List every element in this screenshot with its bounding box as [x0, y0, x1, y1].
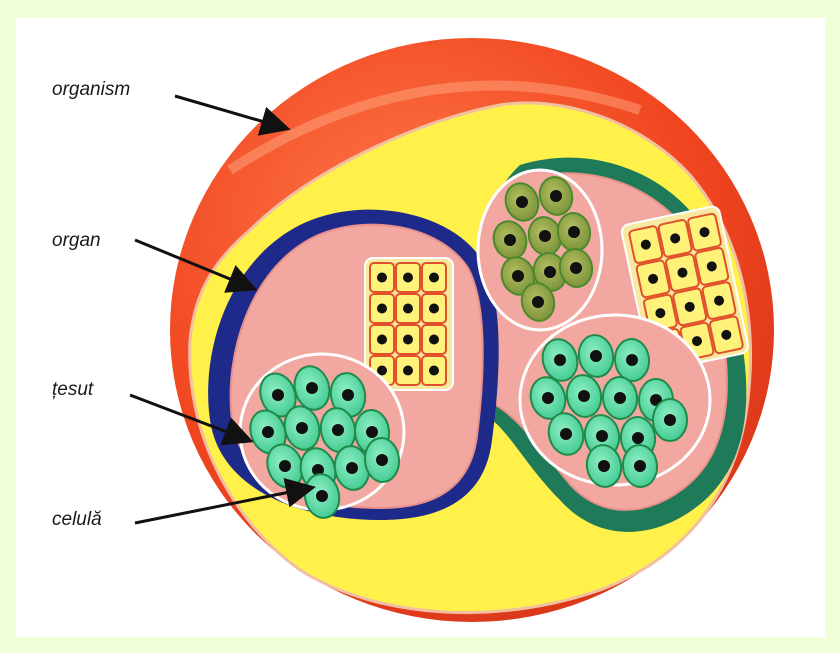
cell-nucleus [598, 460, 610, 472]
cell-nucleus [626, 354, 638, 366]
cell-nucleus [504, 234, 516, 246]
cell-nucleus [403, 273, 413, 283]
cell-nucleus [512, 270, 524, 282]
cell-nucleus [366, 426, 378, 438]
cell-nucleus [376, 454, 388, 466]
cell-nucleus [296, 422, 308, 434]
cell-nucleus [568, 226, 580, 238]
cell-nucleus [560, 428, 572, 440]
cell-nucleus [516, 196, 528, 208]
cell-nucleus [664, 414, 676, 426]
cell-nucleus [429, 366, 439, 376]
tissue-yellow-left [365, 258, 453, 390]
cell-nucleus [570, 262, 582, 274]
cell-nucleus [403, 304, 413, 314]
cell-nucleus [532, 296, 544, 308]
cell-nucleus [429, 273, 439, 283]
cell-nucleus [377, 335, 387, 345]
cell-nucleus [596, 430, 608, 442]
cell-nucleus [272, 389, 284, 401]
label-tissue: țesut [52, 379, 94, 400]
cell-nucleus [279, 460, 291, 472]
cell-nucleus [403, 335, 413, 345]
cell-nucleus [377, 304, 387, 314]
cell-nucleus [542, 392, 554, 404]
label-cell: celulă [52, 509, 102, 530]
cell-nucleus [346, 462, 358, 474]
cell-nucleus [614, 392, 626, 404]
label-organ: organ [52, 230, 101, 251]
cell-nucleus [544, 266, 556, 278]
cell-grid-yellow-left [370, 263, 446, 385]
arrow-organism [175, 96, 285, 128]
cell-nucleus [539, 230, 551, 242]
cell-nucleus [429, 304, 439, 314]
cell-nucleus [429, 335, 439, 345]
cell-nucleus [316, 490, 328, 502]
cell-nucleus [554, 354, 566, 366]
cell-nucleus [632, 432, 644, 444]
cell-nucleus [403, 366, 413, 376]
cell-nucleus [590, 350, 602, 362]
cell-nucleus [262, 426, 274, 438]
cell-nucleus [550, 190, 562, 202]
cell-nucleus [634, 460, 646, 472]
cell-nucleus [306, 382, 318, 394]
cell-nucleus [578, 390, 590, 402]
cell-nucleus [377, 273, 387, 283]
cell-nucleus [332, 424, 344, 436]
cell-nucleus [342, 389, 354, 401]
label-organism: organism [52, 79, 130, 100]
